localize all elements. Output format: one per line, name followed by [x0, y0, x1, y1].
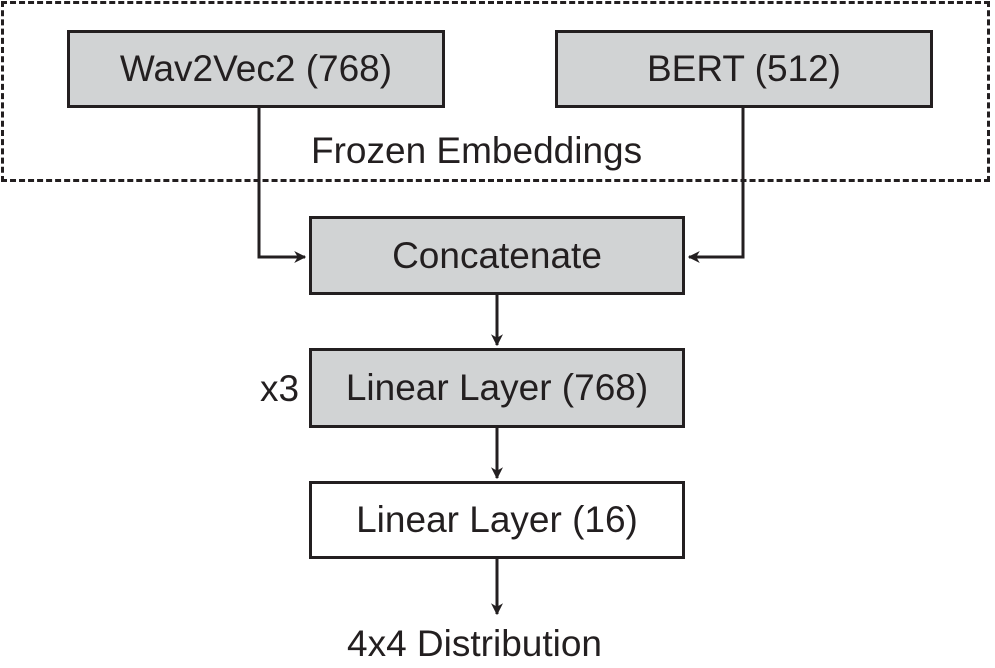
frozen-embeddings-group — [1, 1, 990, 182]
frozen-embeddings-label: Frozen Embeddings — [311, 130, 643, 171]
linear-layer-16-label: Linear Layer (16) — [356, 499, 638, 540]
output-distribution-label: 4x4 Distribution — [347, 623, 603, 664]
wav2vec-label: Wav2Vec2 (768) — [119, 48, 393, 89]
bert-box: BERT (512) — [555, 30, 933, 108]
concatenate-box: Concatenate — [309, 216, 685, 295]
wav2vec-box: Wav2Vec2 (768) — [67, 30, 445, 108]
arrow-bert-to-concatenate — [687, 108, 745, 263]
arrow-wav2vec-to-concatenate — [257, 108, 307, 263]
linear-layer-768-label: Linear Layer (768) — [345, 367, 649, 408]
linear-layer-768-box: Linear Layer (768) — [309, 348, 685, 428]
bert-label: BERT (512) — [647, 48, 841, 89]
concatenate-label: Concatenate — [392, 234, 602, 276]
linear-layer-16-box: Linear Layer (16) — [309, 481, 685, 559]
repeat-count-label: x3 — [260, 368, 300, 409]
